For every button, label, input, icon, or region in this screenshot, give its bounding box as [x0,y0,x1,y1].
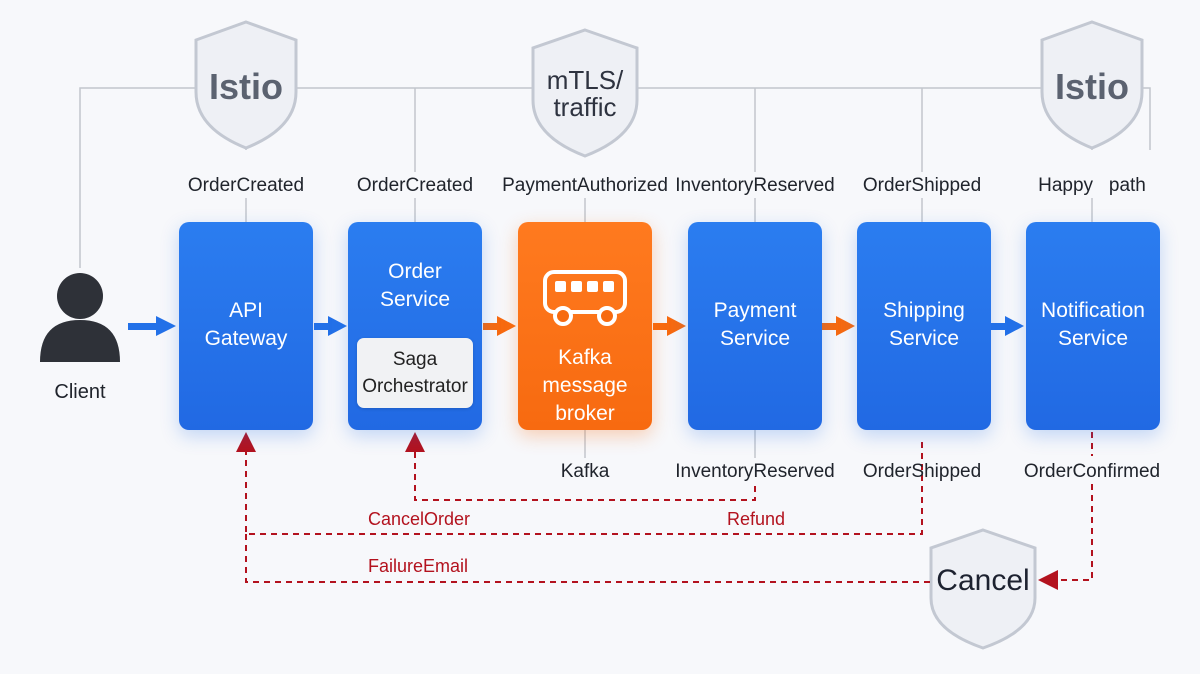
kafka-broker-node: Kafka message broker [518,222,652,430]
flow-arrows [128,316,1024,336]
mtls-label: mTLS/ traffic [546,65,624,122]
event-label: OrderConfirmed [1023,461,1161,482]
compensation-paths [236,432,1093,590]
arrow-payment-shipping [822,316,855,336]
failure-email-path [245,534,930,583]
notification-service-node: Notification Service [1026,222,1160,430]
user-icon [40,273,120,362]
cancel-order-path [236,432,923,535]
node-label: API Gateway [204,299,288,350]
arrow-order-kafka [483,316,516,336]
cancel-shield-icon [929,528,1037,650]
event-label: OrderShipped [862,461,982,482]
refund-label: Refund [727,509,786,529]
bus-icon [543,270,627,326]
cancel-order-label: CancelOrder [368,509,471,529]
arrow-shipping-notification [991,316,1024,336]
arrow-kafka-payment [653,316,686,336]
node-label: Payment Service [713,299,797,350]
node-label: Kafka message broker [542,346,628,425]
shipping-service-node: Shipping Service [857,222,991,430]
event-label: PaymentAuthorized [502,175,668,196]
api-gateway-node: API Gateway [179,222,313,430]
node-label: Notification Service [1041,299,1145,350]
event-label: InventoryReserved [675,461,835,482]
node-label: Shipping Service [883,299,965,350]
istio-shield-icon [1040,20,1144,150]
mtls-shield-icon [531,28,639,158]
event-label: Kafka [560,461,610,482]
saga-orchestrator-box: Saga Orchestrator [357,338,473,408]
istio-shield-icon [194,20,298,150]
istio-label: Istio [208,66,283,107]
arrow-client-gateway [128,316,176,336]
cancel-label: Cancel [936,564,1030,597]
happy-path-label: Happy path [1038,175,1146,196]
event-label: InventoryReserved [675,175,835,196]
client-label: Client [54,381,106,403]
node-label: Order Service [379,260,451,311]
arrow-gateway-order [314,316,347,336]
event-label: OrderShipped [862,175,982,196]
failure-email-label: FailureEmail [368,556,469,576]
event-label: OrderCreated [356,175,474,196]
order-service-node: Order Service Saga Orchestrator [348,222,482,430]
event-label: OrderCreated [187,175,305,196]
istio-label: Istio [1054,66,1129,107]
payment-service-node: Payment Service [688,222,822,430]
